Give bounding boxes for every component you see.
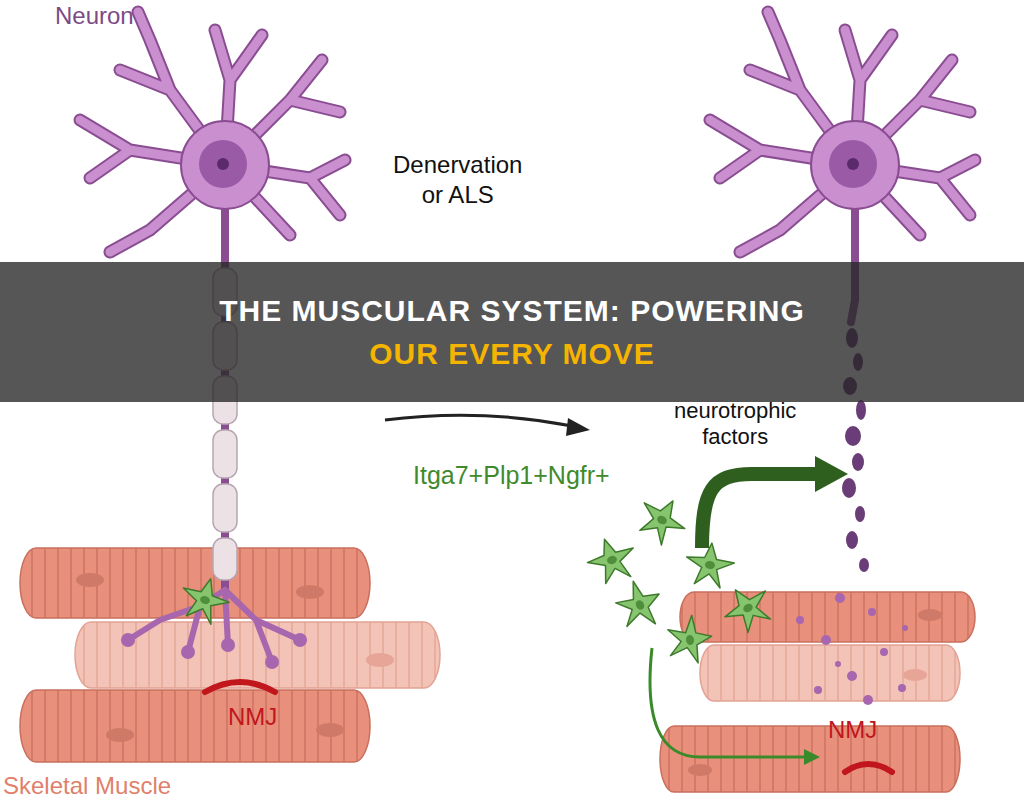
muscle-label: Skeletal Muscle (3, 772, 171, 801)
process-label: Denervation or ALS (393, 150, 522, 210)
nmj-label: NMJ (828, 716, 877, 745)
title-band: THE MUSCULAR SYSTEM: POWERINGOUR EVERY M… (0, 262, 1024, 402)
muscle-fibers-right (660, 592, 975, 792)
factor-label: neurotrophic factors (674, 398, 796, 450)
neuron-label: Neuron (55, 2, 134, 31)
title-text: OUR EVERY MOVE (369, 332, 655, 376)
nmj-label: NMJ (228, 703, 277, 732)
title-text: THE MUSCULAR SYSTEM: POWERING (219, 289, 805, 333)
process-arrows (385, 415, 848, 765)
cell-marker-label: Itga7+Plp1+Ngfr+ (413, 460, 610, 490)
